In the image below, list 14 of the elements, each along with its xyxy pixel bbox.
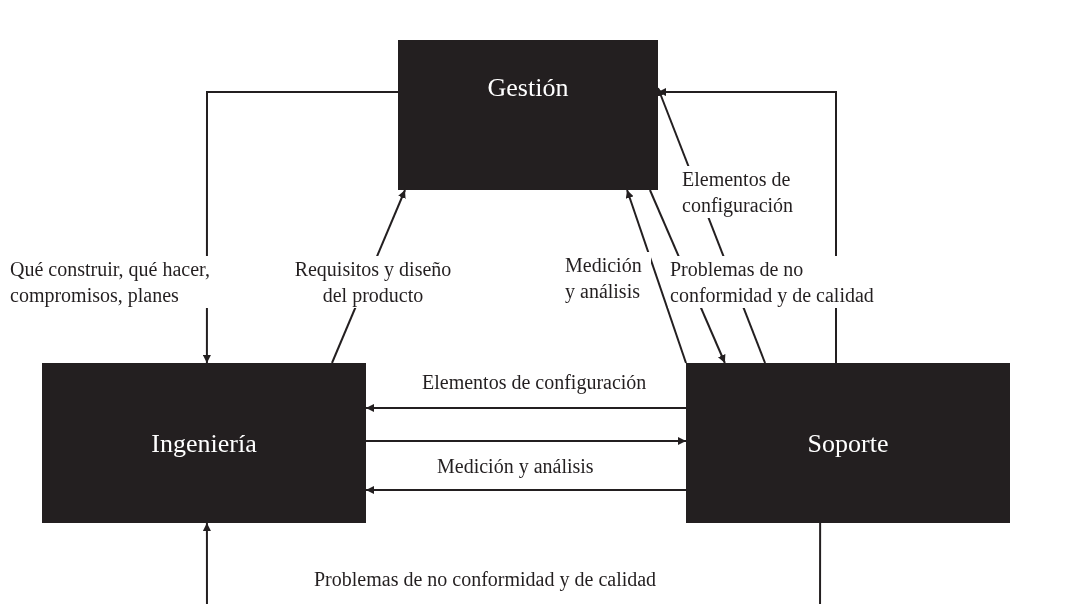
arrow xyxy=(202,91,399,364)
box-title: Gestión xyxy=(487,72,569,104)
arrow xyxy=(365,437,687,445)
box-title: Ingeniería xyxy=(151,427,257,460)
arrow xyxy=(625,189,687,364)
process-box xyxy=(42,363,366,523)
process-box xyxy=(398,40,658,190)
process-box xyxy=(686,363,1010,523)
arrow xyxy=(657,88,837,364)
arrow xyxy=(365,486,687,495)
box-title: Soporte xyxy=(807,427,889,460)
arrow xyxy=(365,403,687,412)
arrow xyxy=(202,522,822,604)
edge-label: Medición y análisis xyxy=(563,252,651,304)
